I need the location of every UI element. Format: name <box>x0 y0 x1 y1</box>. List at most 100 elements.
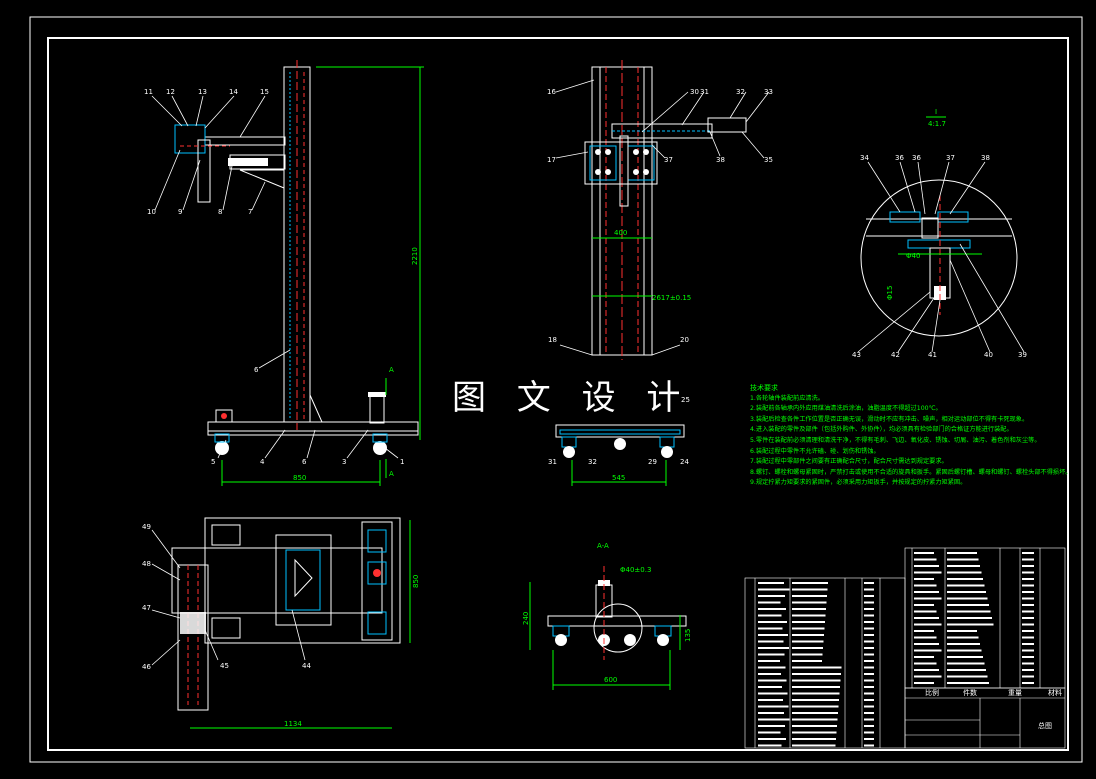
bom-row-line <box>792 640 824 643</box>
side-callout-leaders <box>555 79 770 356</box>
bom-row-line <box>864 621 874 623</box>
bom-row-line <box>792 627 825 630</box>
watermark: 图 文 设 计 <box>452 378 691 418</box>
plan-callout-leaders <box>151 529 306 666</box>
bom-row-line <box>947 584 985 587</box>
bom-row-line <box>1022 604 1034 606</box>
callout-1: 1 <box>400 458 404 466</box>
callout-36a: 36 <box>895 154 904 162</box>
bom-row-line <box>792 679 841 682</box>
detail-dim-b: Φ15 <box>886 286 894 300</box>
bom-row-line <box>864 608 874 610</box>
bom-row-line <box>758 705 789 708</box>
note-item: 7.装配过程中零部件之间要有正确配合尺寸，配合尺寸需达到规定要求。 <box>750 458 948 466</box>
bom-row-line <box>758 601 781 604</box>
bom-row-line <box>947 591 986 593</box>
callout-41: 41 <box>928 351 937 359</box>
section-dim-left: 240 <box>522 612 530 625</box>
bom-row-line <box>758 608 786 610</box>
section-label: A-A <box>597 542 609 550</box>
callout-45: 45 <box>220 662 229 670</box>
bom-row-line <box>864 614 874 617</box>
bom-row-line <box>1022 610 1034 613</box>
bom-row-line <box>1022 643 1034 645</box>
callout-6-mid: 6 <box>254 366 259 374</box>
bom-row-line <box>1022 649 1034 652</box>
note-item: 4.进入装配的零件及部件（包括外购件、外协件），均必须具有检验部门的合格证方能进… <box>750 426 1013 434</box>
bom-row-line <box>947 552 977 554</box>
callout-10: 10 <box>147 208 156 216</box>
callout-38-side: 38 <box>716 156 725 164</box>
bom-row-line <box>864 601 874 604</box>
bom-row-line <box>914 604 934 606</box>
bom-row-line <box>914 617 939 619</box>
bom-row-line <box>914 630 934 632</box>
plan-dim-width: 1134 <box>284 720 302 728</box>
bom-row-line <box>792 725 837 727</box>
bom-row-line <box>864 731 874 734</box>
note-item: 9.规定拧紧力矩要求的紧固件，必须采用力矩扳手，并按规定的拧紧力矩紧固。 <box>750 479 967 487</box>
bom-row-line <box>914 643 939 645</box>
bom-row-line <box>1022 571 1034 574</box>
callout-24: 24 <box>680 458 689 466</box>
front-dim-width: 850 <box>293 474 306 482</box>
view-label-a-top: A <box>389 366 394 374</box>
bom-row-line <box>864 705 874 708</box>
bom-row-line <box>792 673 841 675</box>
bom-row-line <box>864 582 874 584</box>
bom-row-line <box>947 682 989 684</box>
bom-row-line <box>792 686 840 688</box>
callout-34: 34 <box>860 154 869 162</box>
section-view <box>529 566 687 690</box>
plan-callouts: 49 48 47 46 45 44 <box>142 523 311 671</box>
bom-row-line <box>914 649 942 652</box>
callout-15: 15 <box>260 88 269 96</box>
note-item: 3.装配后检查各件工作位置是否正确无误，滑动时不应有冲击、噪声，相对运动部位不得… <box>750 415 1029 423</box>
bom-row-line <box>947 643 980 645</box>
bom-row-line <box>758 634 788 636</box>
bom-row-line <box>758 595 785 597</box>
bom-row-line <box>947 617 992 619</box>
bom-row-line <box>864 588 874 591</box>
outer-frame <box>29 16 1083 763</box>
bom-row-line <box>1022 597 1034 600</box>
bom-row-line <box>758 647 789 649</box>
bom-row-line <box>864 627 874 630</box>
bom-row-line <box>758 660 780 662</box>
callout-16: 16 <box>547 88 556 96</box>
bom-row-line <box>864 718 874 721</box>
title-qty-label: 件数 <box>963 688 977 697</box>
callout-12: 12 <box>166 88 175 96</box>
title-drawing-name: 总图 <box>1038 721 1052 730</box>
bom-row-line <box>864 634 874 636</box>
callout-20: 20 <box>680 336 689 344</box>
side-view <box>584 60 747 360</box>
bom-row-line <box>947 623 994 626</box>
bom-row-line <box>792 614 826 617</box>
bom-row-line <box>792 660 822 662</box>
bom-row-line <box>914 675 942 678</box>
bom-row-line <box>792 712 838 714</box>
bom-rows <box>758 552 1034 747</box>
callout-30: 30 <box>690 88 699 96</box>
callout-47: 47 <box>142 604 151 612</box>
bom-row-line <box>864 679 874 682</box>
callout-37: 37 <box>946 154 955 162</box>
bom-row-line <box>758 725 785 727</box>
bom-row-line <box>914 656 934 658</box>
inner-frame <box>47 37 1069 751</box>
callout-11: 11 <box>144 88 153 96</box>
plan-dim-height: 850 <box>412 575 420 588</box>
bom-row-line <box>947 571 982 574</box>
bom-row-line <box>792 731 837 734</box>
bom-row-line <box>758 686 782 688</box>
bom-row-line <box>947 578 983 580</box>
bom-row-line <box>792 744 836 747</box>
bom-row-line <box>758 673 781 675</box>
bom-row-line <box>914 662 937 665</box>
bom-row-line <box>864 640 874 643</box>
bom-row-line <box>758 666 786 669</box>
bom-row-line <box>792 621 825 623</box>
bom-row-line <box>1022 656 1034 658</box>
callout-6: 6 <box>302 458 307 466</box>
